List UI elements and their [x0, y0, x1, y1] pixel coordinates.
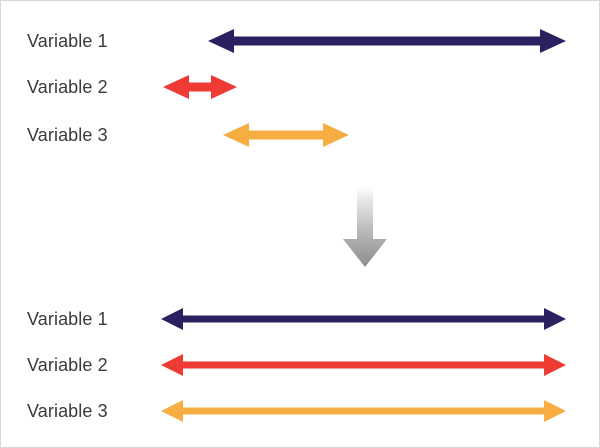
down-arrow-icon — [343, 186, 387, 267]
bottom-row-label-variable-2: Variable 2 — [27, 355, 108, 375]
double-arrow-red-top — [163, 75, 237, 99]
bottom-panel-arrows — [161, 308, 566, 422]
top-panel-arrows — [163, 29, 566, 147]
double-arrow-navy-top — [208, 29, 566, 53]
top-row-label-variable-1: Variable 1 — [27, 31, 108, 51]
top-row-label-variable-3: Variable 3 — [27, 125, 108, 145]
double-arrow-navy-bottom — [161, 308, 566, 330]
double-arrow-red-bottom — [161, 354, 566, 376]
double-arrow-orange-top — [223, 123, 349, 147]
transform-arrow-group — [343, 186, 387, 267]
double-arrow-orange-bottom — [161, 400, 566, 422]
top-row-label-variable-2: Variable 2 — [27, 77, 108, 97]
bottom-row-label-variable-3: Variable 3 — [27, 401, 108, 421]
bottom-row-label-variable-1: Variable 1 — [27, 309, 108, 329]
